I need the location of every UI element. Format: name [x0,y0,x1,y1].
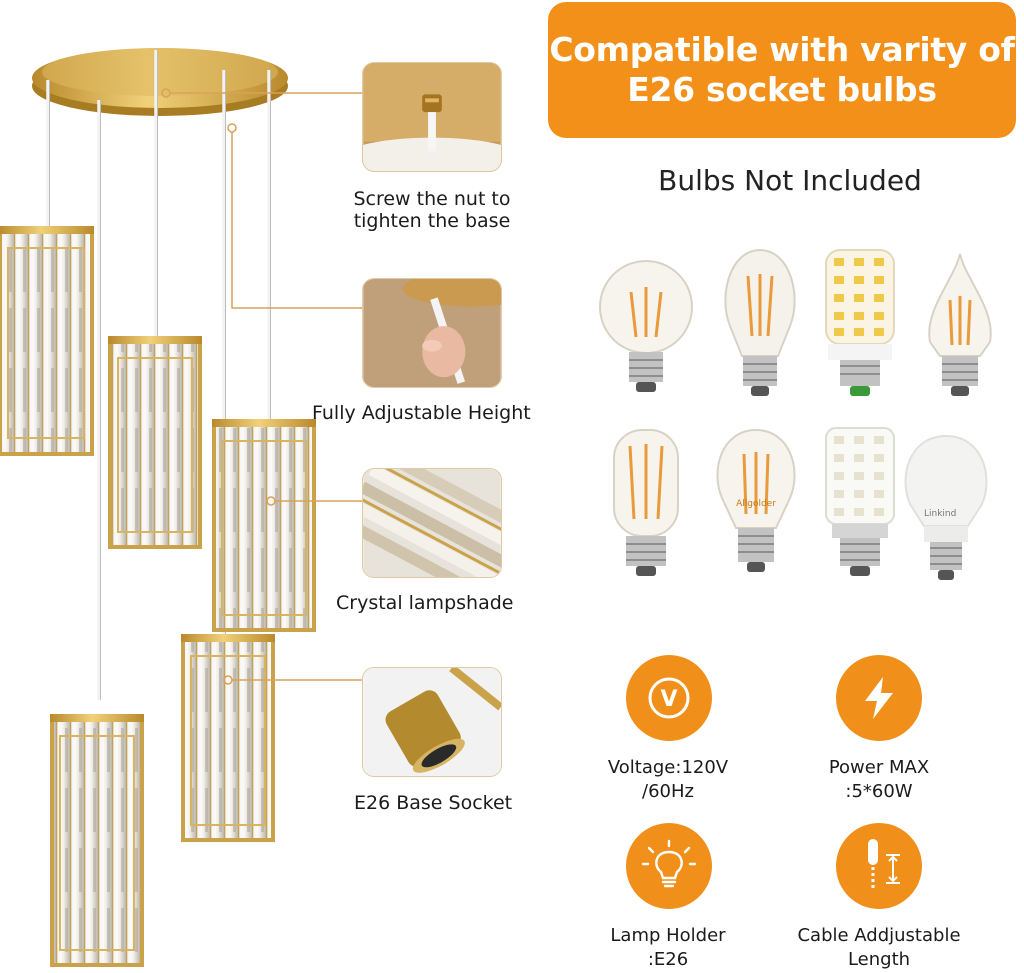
candle-filament-bulb [910,250,1010,410]
pendant-2 [108,336,202,549]
led-corn-bulb [810,246,910,406]
pendant-1 [0,226,94,456]
callout-image-height [362,278,502,388]
a19-filament-bulb: Allgolder [706,424,806,584]
callout-caption-nut: Screw the nut to tighten the base [353,188,511,232]
callout-caption-crystal: Crystal lampshade [336,592,514,614]
callout-caption-height: Fully Adjustable Height [312,402,531,424]
spec-lamp-holder-label: Lamp Holder :E26 [610,925,726,970]
tubular-filament-bulb [596,424,696,584]
spec-cable-label: Cable Addjustable Length [797,925,961,970]
pendant-4 [181,634,275,842]
a19-led-bulb: Linkind [896,430,996,590]
g-globe-filament-bulb [596,252,696,412]
bulb-brand-label-led: Linkind [924,509,956,519]
chandelier-illustration [0,48,316,967]
pendant-3 [212,419,316,632]
lightning-icon [836,655,922,741]
spec-voltage-label: Voltage:120V /60Hz [607,757,729,802]
callout-image-nut [362,62,502,172]
banner-line-2: E26 socket bulbs [627,70,937,109]
voltage-icon: V [626,655,712,741]
callout-image-crystal [362,468,502,578]
led-corn-bulb-small [810,424,910,584]
compatibility-banner: Compatible with varity of E26 socket bul… [548,2,1016,138]
bulbs-not-included-text: Bulbs Not Included [658,164,922,197]
st-edison-filament-bulb [710,246,810,406]
bulb-brand-label: Allgolder [736,499,776,509]
callout-image-socket [362,667,502,777]
callout-caption-socket: E26 Base Socket [354,792,513,814]
voltage-glyph: V [660,687,677,712]
banner-line-1: Compatible with varity of [549,30,1015,69]
lightbulb-icon [626,823,712,909]
pendant-5 [50,714,144,967]
cable-length-icon [836,823,922,909]
spec-power-label: Power MAX :5*60W [828,757,930,802]
